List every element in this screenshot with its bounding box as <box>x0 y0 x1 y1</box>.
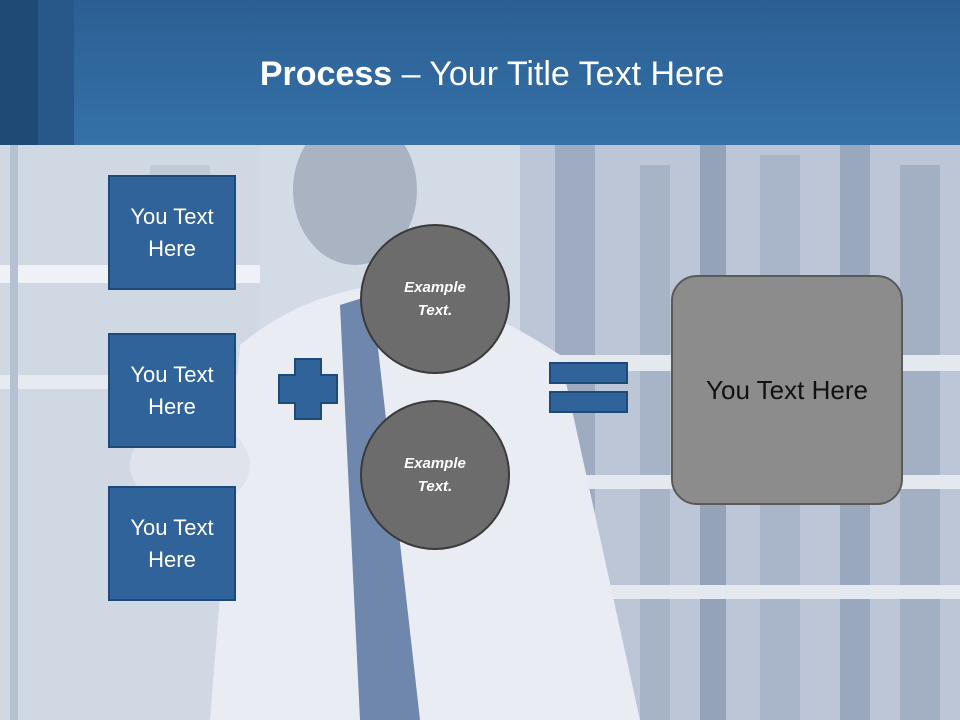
equals-icon-top-bar <box>549 362 628 384</box>
input-box-1: You Text Here <box>108 175 236 290</box>
input-box-3: You Text Here <box>108 486 236 601</box>
example-circle-2: Example Text. <box>360 400 510 550</box>
plus-icon-fill <box>280 376 336 402</box>
example-circle-2-label: Example Text. <box>404 455 466 495</box>
equals-icon-bottom-bar <box>549 391 628 413</box>
input-box-1-label: You Text Here <box>130 203 214 261</box>
example-circle-1-label: Example Text. <box>404 279 466 319</box>
header-accent-dark <box>0 0 38 145</box>
title-bar: Process – Your Title Text Here <box>0 0 960 145</box>
title-bold: Process <box>259 55 393 93</box>
input-box-2: You Text Here <box>108 333 236 448</box>
input-box-3-label: You Text Here <box>130 514 214 572</box>
result-box: You Text Here <box>671 275 903 505</box>
input-box-2-label: You Text Here <box>130 361 214 419</box>
header-accent <box>38 0 74 145</box>
page-title: Process – Your Title Text Here <box>0 52 960 96</box>
result-box-label: You Text Here <box>706 374 868 405</box>
title-rest: – Your Title Text Here <box>392 55 725 93</box>
example-circle-1: Example Text. <box>360 224 510 374</box>
